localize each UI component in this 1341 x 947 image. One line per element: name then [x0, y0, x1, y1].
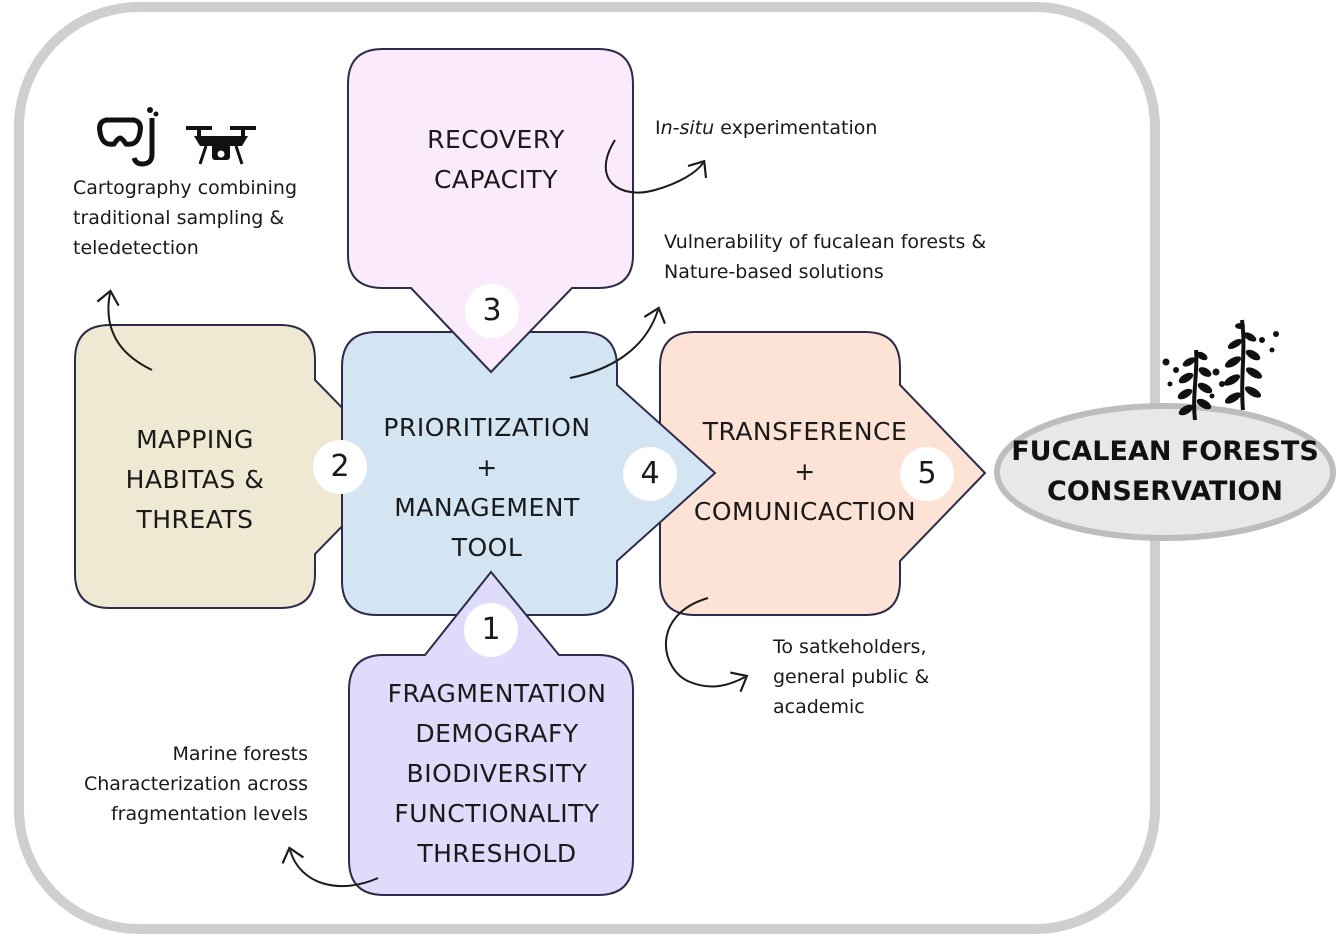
vulnerability-note-line: Nature-based solutions [664, 261, 884, 283]
marine-note-line: Characterization across [83, 773, 308, 795]
insitu-italic: n-situ [660, 117, 715, 139]
step-badge-5: 5 [900, 447, 954, 501]
goal-label: FUCALEAN FORESTS CONSERVATION [1005, 432, 1325, 512]
mapping-label-line: THREATS [136, 505, 254, 534]
goal-ellipse [994, 403, 1336, 541]
stakeholders-note-line: academic [773, 696, 865, 718]
stakeholders-note: To satkeholders, general public & academ… [773, 632, 929, 722]
step-badge-3: 3 [465, 284, 519, 338]
step-badge-4: 4 [623, 447, 677, 501]
transference-label-line: COMUNICACTION [693, 497, 917, 526]
recovery-label-line: CAPACITY [433, 165, 559, 194]
prioritization-label: PRIORITIZATION + MANAGEMENT TOOL [362, 408, 612, 568]
prioritization-label-line: + [476, 453, 498, 482]
drone-icon [186, 126, 256, 165]
arrow-prioritization-to-vulnerability [569, 306, 666, 379]
fragmentation-label-line: BIODIVERSITY [406, 759, 588, 788]
seaweed-icon [1162, 319, 1279, 421]
mapping-label: MAPPING HABITAS & THREATS [95, 420, 295, 540]
transference-label-line: TRANSFERENCE [702, 417, 908, 446]
recovery-label: RECOVERY CAPACITY [371, 120, 621, 200]
recovery-box-shape [347, 48, 634, 374]
snorkel-mask-icon [97, 107, 159, 167]
cartography-note-line: Cartography combining [73, 177, 298, 199]
arrow-recovery-to-insitu [604, 139, 708, 194]
step-badge-2: 2 [313, 440, 367, 494]
cartography-note-line: teledetection [73, 237, 199, 259]
fragmentation-label: FRAGMENTATION DEMOGRAFY BIODIVERSITY FUN… [362, 674, 632, 874]
recovery-label-line: RECOVERY [427, 125, 565, 154]
transference-label: TRANSFERENCE + COMUNICACTION [670, 412, 940, 532]
goal-label-line: CONSERVATION [1047, 476, 1283, 507]
fragmentation-label-line: FUNCTIONALITY [394, 799, 600, 828]
marine-note-line: Marine forests [172, 743, 308, 765]
arrow-transference-to-stakeholders [664, 597, 749, 693]
insitu-suffix: experimentation [714, 117, 878, 139]
mapping-label-line: HABITAS & [125, 465, 265, 494]
prioritization-label-line: PRIORITIZATION [383, 413, 591, 442]
arrow-mapping-to-cartography [96, 289, 153, 371]
insitu-note: In-situ experimentation [655, 113, 877, 143]
cartography-note-line: traditional sampling & [73, 207, 285, 229]
step-badge-1: 1 [464, 603, 518, 657]
fragmentation-box-shape [348, 570, 634, 896]
prioritization-box-shape [341, 331, 717, 616]
fragmentation-label-line: DEMOGRAFY [415, 719, 579, 748]
prioritization-label-line: TOOL [451, 533, 523, 562]
stakeholders-note-line: To satkeholders, [773, 636, 927, 658]
cartography-note: Cartography combining traditional sampli… [73, 173, 297, 263]
prioritization-label-line: MANAGEMENT [394, 493, 580, 522]
transference-box-shape [659, 331, 987, 616]
fragmentation-label-line: THRESHOLD [417, 839, 577, 868]
fragmentation-label-line: FRAGMENTATION [387, 679, 607, 708]
marine-note-line: fragmentation levels [110, 803, 308, 825]
transference-label-line: + [794, 457, 816, 486]
arrow-fragmentation-to-marine [281, 846, 379, 887]
mapping-box-shape [74, 324, 402, 609]
stakeholders-note-line: general public & [773, 666, 930, 688]
goal-label-line: FUCALEAN FORESTS [1011, 436, 1319, 467]
mapping-label-line: MAPPING [136, 425, 254, 454]
vulnerability-note-line: Vulnerability of fucalean forests & [664, 231, 987, 253]
vulnerability-note: Vulnerability of fucalean forests & Natu… [664, 227, 986, 287]
marine-note: Marine forests Characterization across f… [40, 739, 308, 829]
insitu-prefix: I [655, 117, 661, 139]
